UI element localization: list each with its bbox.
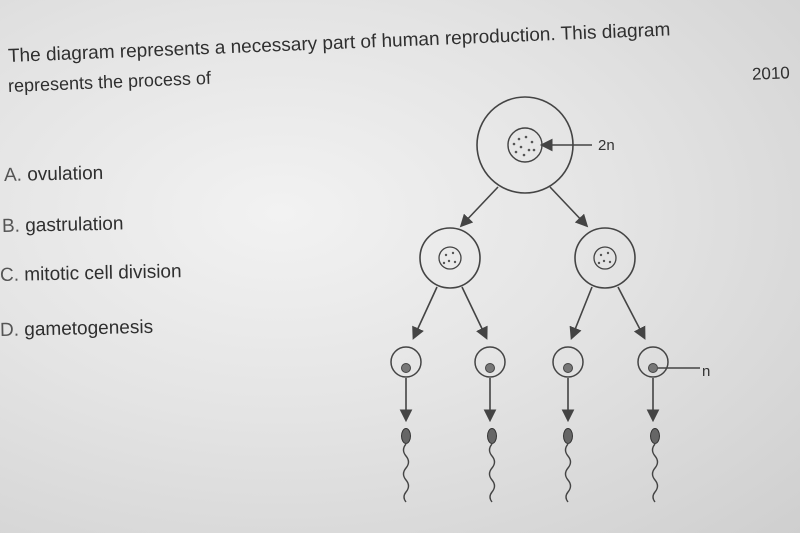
question-year: 2010 [751, 63, 791, 84]
answer-option-c[interactable]: C. mitotic cell division [0, 261, 182, 287]
option-letter: C. [0, 264, 20, 286]
option-letter: A. [3, 164, 23, 186]
option-text: gastrulation [24, 213, 124, 237]
arrow [569, 286, 593, 340]
secondary-cell-right [574, 227, 636, 289]
spermatid-cell [390, 346, 422, 378]
option-text: ovulation [26, 162, 104, 186]
question-text-line-1: The diagram represents a necessary part … [7, 19, 671, 67]
sperm-cell [563, 428, 573, 503]
answer-option-a[interactable]: A. ovulation [4, 163, 104, 187]
answer-option-d[interactable]: D. gametogenesis [0, 317, 153, 342]
arrow [617, 286, 646, 340]
option-text: gametogenesis [24, 316, 154, 341]
option-letter: B. [1, 215, 21, 237]
answer-option-b[interactable]: B. gastrulation [2, 213, 124, 238]
sperm-cell [401, 428, 411, 503]
label-2n: 2n [598, 137, 615, 154]
gametogenesis-diagram: 2n [390, 96, 710, 503]
spermatid-cell [637, 346, 669, 378]
spermatid-cell [474, 346, 506, 378]
sperm-cell [487, 428, 497, 503]
secondary-cell-left [419, 227, 481, 289]
option-text: mitotic cell division [24, 261, 182, 286]
arrow [459, 186, 499, 228]
sperm-cell [650, 428, 660, 503]
label-n: n [702, 363, 710, 380]
option-letter: D. [0, 319, 20, 341]
question-text-line-2: represents the process of [7, 67, 212, 96]
arrow [412, 286, 438, 340]
spermatid-cell [552, 346, 584, 378]
arrow [461, 286, 488, 340]
arrow [549, 186, 589, 228]
